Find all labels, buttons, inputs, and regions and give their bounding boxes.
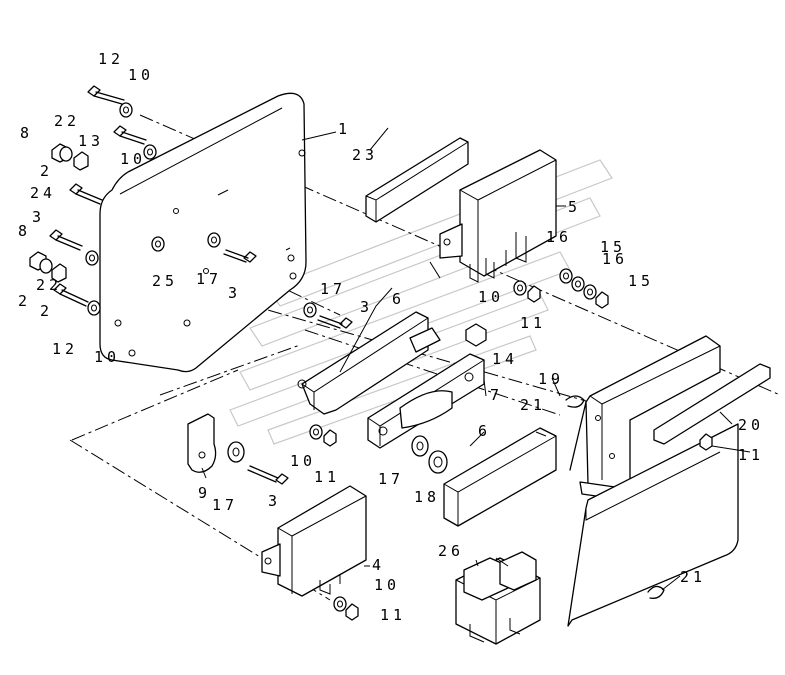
callout-1: 1 [338,120,351,138]
bolt-24 [69,183,103,205]
callout-24: 24 [30,184,56,202]
strip-part-20 [653,363,771,445]
callout-21: 21 [680,568,706,586]
callout-17: 17 [196,270,222,288]
bolt-12-low [53,283,89,307]
switch-assembly-part-26 [455,551,541,645]
callout-25: 25 [152,272,178,290]
callout-10: 10 [374,576,400,594]
callout-10: 10 [290,452,316,470]
block-part-6 [443,427,557,527]
callout-17: 17 [320,280,346,298]
bolt-13 [113,125,147,145]
callout-3: 3 [228,284,241,302]
callout-20: 20 [738,416,764,434]
callout-26: 26 [438,542,464,560]
callout-23: 23 [352,146,378,164]
mounting-plate [99,92,307,373]
callout-8: 8 [18,222,31,240]
callout-9: 9 [198,484,211,502]
callout-16: 16 [602,250,628,268]
shield-plate [567,423,739,627]
callout-15: 15 [628,272,654,290]
bar-part-23 [365,137,469,223]
callout-2: 2 [40,162,53,180]
callout-10: 10 [120,150,146,168]
callout-8: 8 [20,124,33,142]
bolt-3-left [49,229,83,251]
relay-box-part-5 [439,149,557,283]
bracket-part-6 [297,311,441,415]
plate-part-7 [367,353,485,449]
callout-3: 3 [32,208,45,226]
callout-10: 10 [478,288,504,306]
callout-11: 11 [738,446,764,464]
callout-22: 22 [36,276,62,294]
callout-7: 7 [490,386,503,404]
callout-10: 10 [94,348,120,366]
callout-6: 6 [478,422,491,440]
callout-2: 2 [40,302,53,320]
callout-16: 16 [546,228,572,246]
l-bracket-part-9 [187,413,217,473]
callout-22: 22 [54,112,80,130]
callout-4: 4 [372,556,385,574]
callout-18: 18 [414,488,440,506]
bolt-3-plate [223,249,257,263]
callout-17: 17 [212,496,238,514]
callout-5: 5 [568,198,581,216]
callout-11: 11 [314,468,340,486]
callout-12: 12 [98,50,124,68]
bolt-3-mid [317,315,353,329]
callout-17: 17 [378,470,404,488]
bolt-12-top [87,85,125,105]
callout-10: 10 [128,66,154,84]
callout-6: 6 [392,290,405,308]
callout-11: 11 [380,606,406,624]
callout-12: 12 [52,340,78,358]
bolt-14 [465,323,487,347]
callout-3: 3 [268,492,281,510]
bolts [49,85,487,485]
callout-13: 13 [78,132,104,150]
callout-labels: 1 2 2 2 3 3 3 3 4 5 6 6 7 8 8 9 10 10 10… [18,50,764,624]
callout-14: 14 [492,350,518,368]
callout-19: 19 [538,370,564,388]
callout-15: 15 [600,238,626,256]
bolt-3-low [247,465,289,485]
callout-11: 11 [520,314,546,332]
callout-2: 2 [18,292,31,310]
relay-box-part-4 [261,485,367,597]
leader-lines [201,127,751,591]
callout-3: 3 [360,298,373,316]
washers-and-nuts [29,102,713,621]
callout-21: 21 [520,396,546,414]
